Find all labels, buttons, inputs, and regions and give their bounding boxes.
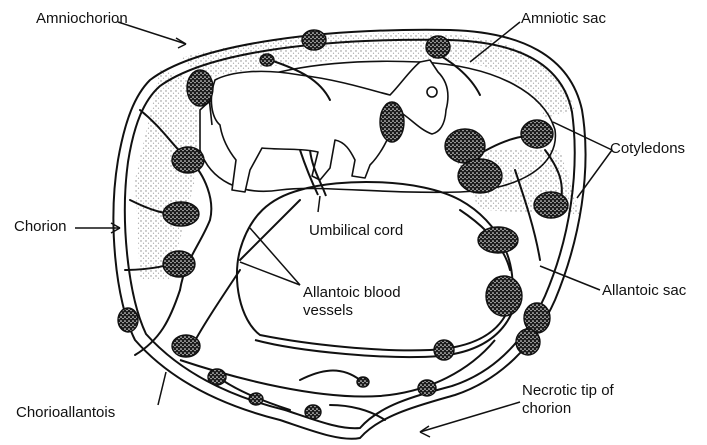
cotyledon [357,377,369,387]
label-cotyledons: Cotyledons [610,140,685,158]
cotyledon [172,335,200,357]
cotyledon [516,329,540,355]
cotyledon [187,70,213,106]
cotyledon [118,308,138,332]
label-allantoic-blood-vessels: Allantoic blood vessels [303,284,401,320]
cotyledon [521,120,553,148]
cotyledon [208,369,226,385]
allantoic-vessels-leader-1 [250,228,300,285]
label-necrotic-tip: Necrotic tip of chorion [522,382,614,418]
fetus-eye [427,87,437,97]
chorioallantois-leader [158,372,166,405]
cotyledon [249,393,263,405]
label-chorion: Chorion [14,218,67,236]
necrotic-tip-arrow [420,402,520,432]
necrotic-tip-arrowhead [420,426,430,437]
allantoic-vessels-leader-2 [240,262,300,285]
cotyledon [478,227,518,253]
cotyledon [434,340,454,360]
amniochorion-arrow [118,22,186,44]
cotyledon [458,159,502,193]
label-amniochorion: Amniochorion [36,10,128,28]
cotyledon [302,30,326,50]
cotyledon [163,202,199,226]
cotyledons-leader-2 [577,150,612,198]
label-chorioallantois: Chorioallantois [16,404,115,422]
label-necrotic-tip-line1: Necrotic tip of [522,382,614,400]
cotyledon [260,54,274,66]
cotyledon [486,276,522,316]
label-allantoic-blood-vessels-line2: vessels [303,302,401,320]
cotyledon [534,192,568,218]
cotyledons-leader-1 [553,122,612,150]
cotyledon [426,36,450,58]
cotyledon [380,102,404,142]
cotyledon [305,405,321,419]
cotyledon [163,251,195,277]
label-necrotic-tip-line2: chorion [522,400,614,418]
cotyledon [418,380,436,396]
lamb-fetus [208,60,448,192]
cotyledon [445,129,485,163]
label-allantoic-blood-vessels-line1: Allantoic blood [303,284,401,302]
label-amniotic-sac: Amniotic sac [521,10,606,28]
label-umbilical-cord: Umbilical cord [309,222,403,240]
label-allantoic-sac: Allantoic sac [602,282,686,300]
umbilical-cord-leader [318,196,320,212]
cotyledon [172,147,204,173]
